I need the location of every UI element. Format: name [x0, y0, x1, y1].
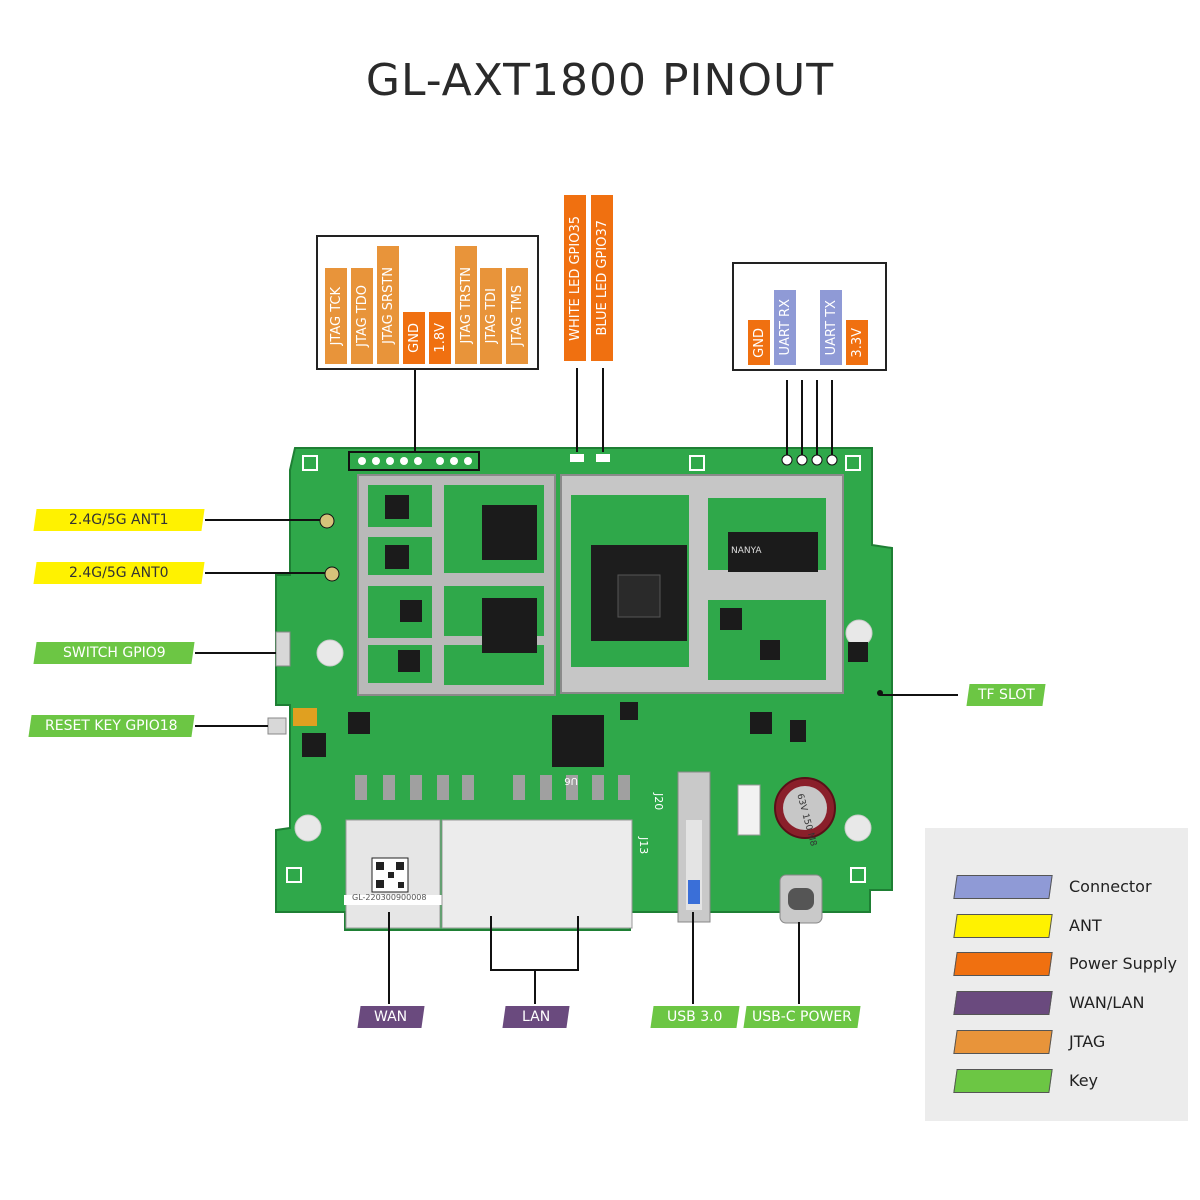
- legend-swatch: [953, 1030, 1053, 1054]
- uart-gnd-pin: GND: [748, 320, 770, 365]
- legend-item: JTAG: [953, 1030, 1185, 1054]
- legend-label: Key: [1069, 1071, 1099, 1090]
- ant0-label: 2.4G/5G ANT0: [33, 562, 205, 584]
- white-led-pin: WHITE LED GPIO35: [564, 195, 586, 361]
- reset-key-label: RESET KEY GPIO18: [28, 715, 195, 737]
- jtag-tms-pin: JTAG TMS: [506, 268, 528, 364]
- uart-rx-pin: UART RX: [774, 290, 796, 365]
- ant1-label: 2.4G/5G ANT1: [33, 509, 205, 531]
- sticker-serial: GL-220300900008: [352, 893, 426, 902]
- u6-label: U6: [564, 775, 578, 786]
- j13-label: J13: [637, 836, 650, 854]
- legend-label: Power Supply: [1069, 954, 1177, 973]
- legend-item: WAN/LAN: [953, 991, 1185, 1015]
- legend-label: Connector: [1069, 877, 1152, 896]
- legend-swatch: [953, 952, 1053, 976]
- legend-label: WAN/LAN: [1069, 993, 1145, 1012]
- legend-item: ANT: [953, 914, 1185, 938]
- nanya-chip-label: NANYA: [731, 546, 762, 556]
- uart-tx-pin: UART TX: [820, 290, 842, 365]
- page-title: GL-AXT1800 PINOUT: [365, 55, 835, 106]
- legend-label: JTAG: [1069, 1032, 1106, 1051]
- tf-slot-label: TF SLOT: [966, 684, 1046, 706]
- legend-item: Connector: [953, 875, 1185, 899]
- blue-led-pin: BLUE LED GPIO37: [591, 195, 613, 361]
- uart-3v3-pin: 3.3V: [846, 320, 868, 365]
- usbc-power-label: USB-C POWER: [743, 1006, 861, 1028]
- jtag-gnd-pin: GND: [403, 312, 425, 364]
- uart-header-box: GND UART RX UART TX 3.3V: [732, 262, 887, 371]
- wan-label: WAN: [357, 1006, 425, 1028]
- legend-swatch: [953, 914, 1053, 938]
- switch-label: SWITCH GPIO9: [33, 642, 195, 664]
- legend-swatch: [953, 875, 1053, 899]
- j20-label: J20: [652, 792, 665, 810]
- usb3-label: USB 3.0: [650, 1006, 740, 1028]
- jtag-trstn-pin: JTAG TRSTN: [455, 246, 477, 364]
- jtag-srstn-pin: JTAG SRSTN: [377, 246, 399, 364]
- legend-swatch: [953, 1069, 1053, 1093]
- legend-swatch: [953, 991, 1053, 1015]
- legend-item: Key: [953, 1069, 1185, 1093]
- rf-shield-right: [560, 474, 844, 694]
- lan-label: LAN: [502, 1006, 570, 1028]
- legend-item: Power Supply: [953, 952, 1185, 976]
- jtag-tck-pin: JTAG TCK: [325, 268, 347, 364]
- legend-label: ANT: [1069, 916, 1102, 935]
- legend: Connector ANT Power Supply WAN/LAN JTAG …: [925, 828, 1188, 1121]
- jtag-tdi-pin: JTAG TDI: [480, 268, 502, 364]
- rf-shield-left: [357, 474, 556, 696]
- jtag-1v8-pin: 1.8V: [429, 312, 451, 364]
- jtag-header-box: JTAG TCK JTAG TDO JTAG SRSTN GND 1.8V JT…: [316, 235, 539, 370]
- jtag-tdo-pin: JTAG TDO: [351, 268, 373, 364]
